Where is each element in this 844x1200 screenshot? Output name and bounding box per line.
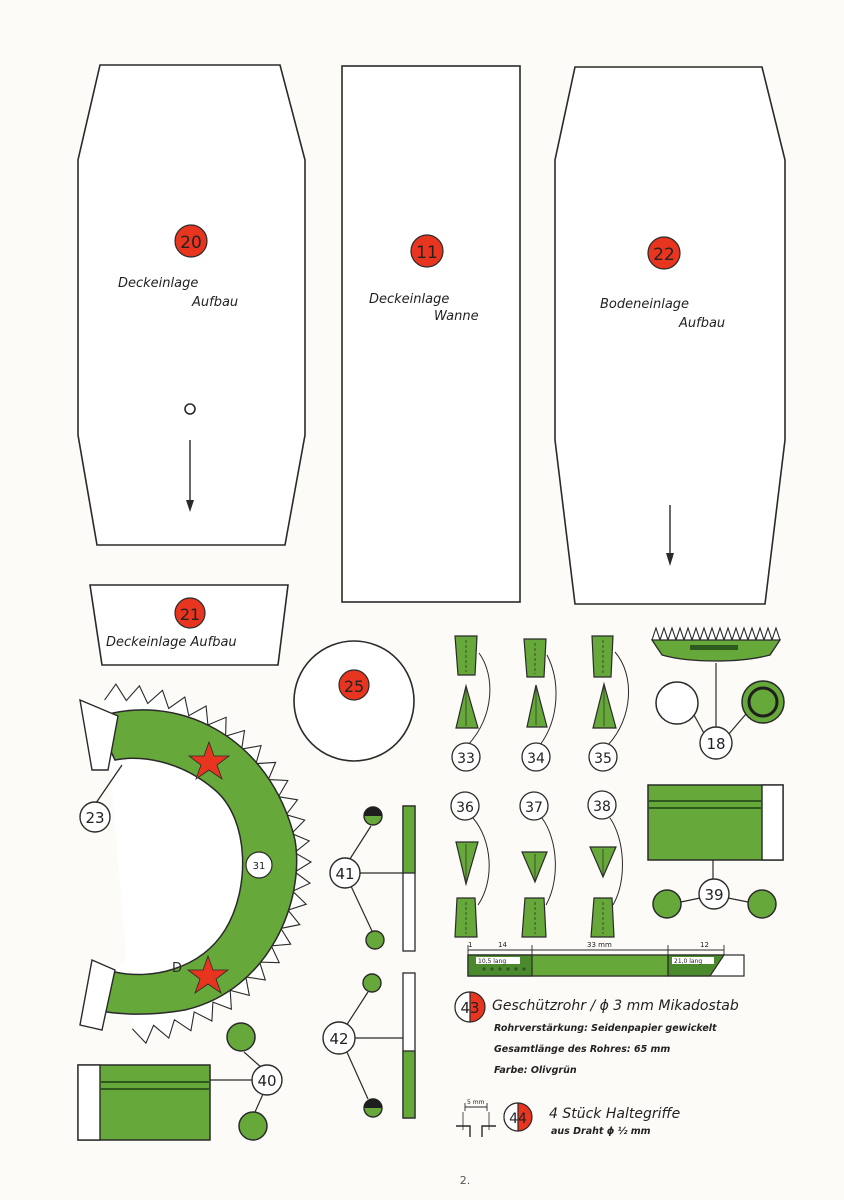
part-21-number: 21 (180, 605, 200, 624)
part-20-number: 20 (180, 233, 202, 253)
inner-label-right: 21,0 lang (674, 958, 702, 965)
part-11-marker (410, 234, 444, 268)
orientation-mark: D (172, 961, 182, 976)
part-18-marker (699, 726, 733, 760)
part-22-label-1: Bodeneinlage (600, 297, 689, 312)
wheel-disc (238, 1111, 268, 1141)
part-25-marker (338, 669, 370, 701)
part-39-box: 39 (647, 784, 784, 919)
part-44-sub: aus Draht ϕ ½ mm (551, 1126, 651, 1137)
part-25-disc: 25 (293, 640, 415, 762)
part-23-marker (79, 801, 111, 833)
part-21-panel: 21 Deckeinlage Aufbau (89, 584, 289, 666)
part-43-number: 43 (460, 999, 479, 1017)
part-20-label-2: Aufbau (191, 295, 238, 310)
inner-label-left: 10,5 lang (478, 958, 506, 965)
hole-marker (184, 403, 196, 415)
part-38-number: 38 (593, 799, 611, 815)
part-39-number: 39 (704, 886, 723, 904)
part-41-group: 41 (329, 805, 416, 952)
part-42-marker (322, 1021, 356, 1055)
part-33-number: 33 (457, 751, 475, 767)
glue-tab (79, 959, 116, 1031)
parts-33-38-group: 33 36 34 37 35 38 (450, 635, 630, 938)
part-18-group: 18 (650, 626, 785, 760)
part-40-box: 40 (77, 1022, 283, 1141)
zigzag-teeth (651, 626, 781, 642)
red-star-icon (187, 740, 231, 781)
part-44-number: 44 (509, 1111, 527, 1127)
part-36-number: 36 (456, 800, 474, 816)
dim-12: 12 (700, 941, 709, 949)
part-43-text: 43 Geschützrohr / ϕ 3 mm Mikadostab Rohr… (454, 991, 739, 1076)
part-35-number: 35 (594, 751, 612, 767)
part-23-number: 23 (85, 809, 104, 827)
dim-33: 33 mm (587, 941, 612, 949)
part-37-number: 37 (525, 800, 543, 816)
part-11-number: 11 (416, 243, 438, 263)
dim-14: 14 (498, 941, 507, 949)
part-21-marker (174, 597, 206, 629)
part-23-curved-strip: D 31 23 (79, 683, 313, 1045)
part-20-panel: 20 Deckeinlage Aufbau (77, 64, 306, 546)
part-43-line2: Gesamtlänge des Rohres: 65 mm (494, 1044, 670, 1055)
part-18-number: 18 (706, 735, 725, 753)
part-11-label-2: Wanne (434, 309, 479, 324)
part-22-marker (647, 236, 681, 270)
part-22-number: 22 (653, 245, 675, 265)
part-41-marker (329, 857, 361, 889)
part-42-group: 42 (322, 972, 416, 1119)
part-11-panel: 11 Deckeinlage Wanne (341, 65, 521, 603)
part-20-marker (174, 224, 208, 258)
part-44-title: 4 Stück Haltegriffe (549, 1106, 680, 1122)
part-40-number: 40 (257, 1072, 276, 1090)
part-11-label-1: Deckeinlage (369, 292, 449, 307)
part-40-marker (251, 1064, 283, 1096)
handle-wire-icon (456, 1125, 496, 1137)
part-44-group: 5 mm 44 4 Stück Haltegriffe aus Draht ϕ … (456, 1099, 680, 1137)
part-34-number: 34 (527, 751, 545, 767)
part-41-number: 41 (335, 865, 354, 883)
part-22-label-2: Aufbau (678, 316, 725, 331)
part-25-number: 25 (344, 677, 364, 696)
page-number: 2. (460, 1174, 471, 1187)
zigzag-edge (651, 626, 781, 642)
part-21-label: Deckeinlage Aufbau (106, 635, 237, 650)
part-42-number: 42 (329, 1030, 348, 1048)
part-43-line1: Rohrverstärkung: Seidenpapier gewickelt (494, 1023, 717, 1034)
part-39-marker (698, 878, 730, 910)
part-43-line3: Farbe: Olivgrün (494, 1065, 577, 1076)
part-31-number: 31 (253, 861, 266, 872)
glue-tab (79, 698, 119, 771)
part-20-label-1: Deckeinlage (118, 276, 198, 291)
part-31-marker (245, 851, 273, 879)
part-44-dim: 5 mm (467, 1099, 485, 1106)
part-22-panel: 22 Bodeneinlage Aufbau (554, 66, 786, 605)
red-star-icon (186, 954, 230, 995)
wheel-disc (226, 1022, 256, 1052)
dim-1: 1 (468, 941, 472, 949)
barrel-strip: 1 14 33 mm 12 10,5 lang 21,0 lang (467, 941, 745, 977)
part-43-title: Geschützrohr / ϕ 3 mm Mikadostab (492, 998, 739, 1014)
